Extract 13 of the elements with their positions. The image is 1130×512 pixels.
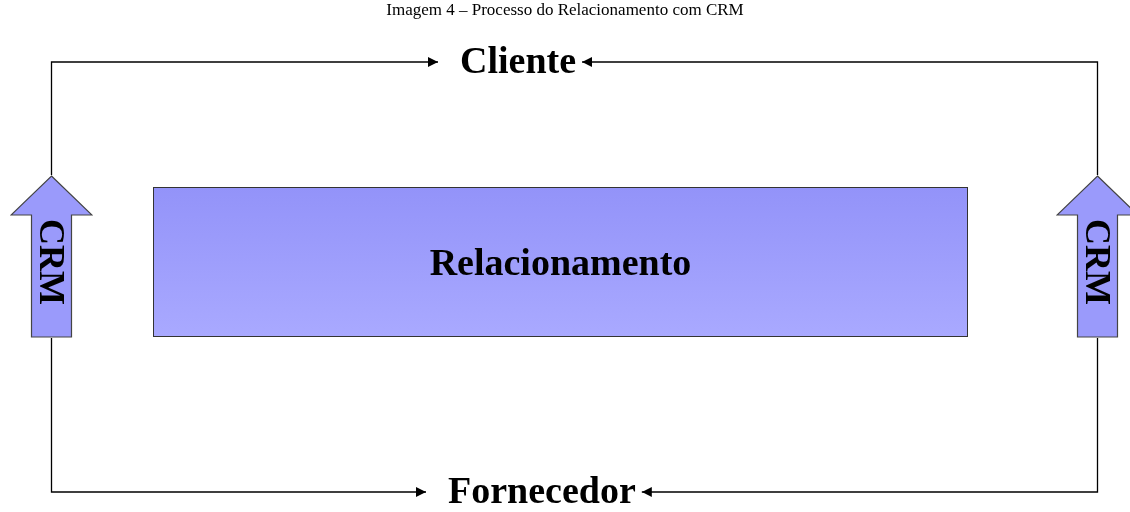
block-arrow — [1056, 175, 1130, 338]
label-text: Cliente — [460, 40, 577, 82]
connector-arrow — [50, 57, 439, 176]
process-box — [153, 187, 968, 337]
connector-arrow — [50, 337, 427, 497]
box-label: Relacionamento — [429, 240, 692, 284]
arrow-label: CRM — [31, 219, 72, 305]
figure-title: Imagem 4 – Processo do Relacionamento com CRM — [385, 0, 745, 20]
arrow-label: CRM — [1077, 219, 1118, 305]
block-arrow — [10, 175, 93, 338]
connector-arrow — [581, 57, 1099, 176]
label-text: Fornecedor — [448, 470, 636, 512]
connector-arrow — [641, 337, 1099, 497]
